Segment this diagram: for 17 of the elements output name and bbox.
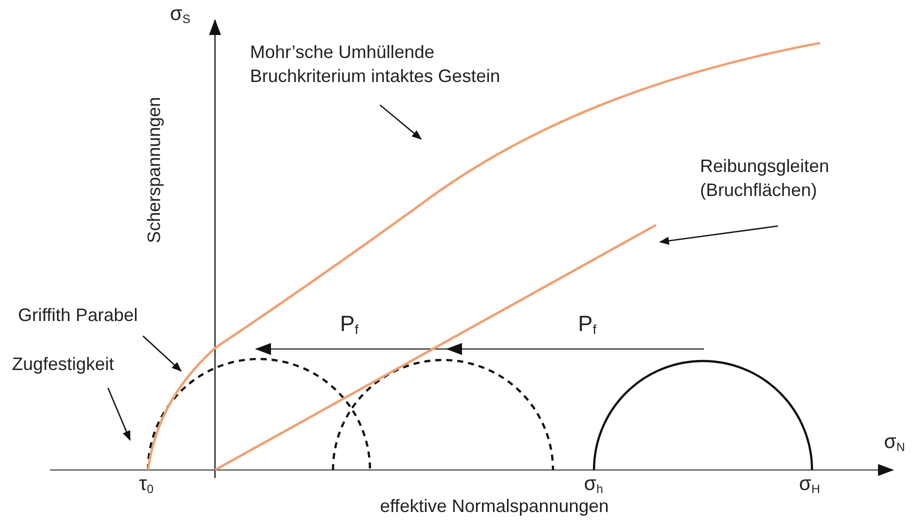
tick-label: σ$_{h}$ [584,474,604,494]
axis-label: Scherspannungen [145,96,164,244]
annotation-text: Griffith Parabel [18,304,139,327]
tick-label: τ$_{0}$ [139,474,154,494]
leader-arrow [380,104,422,140]
axis-label: effektive Normalspannungen [380,497,609,515]
leader-arrow [142,336,182,372]
pressure-label: P$_{f}$ [340,313,358,335]
annotation-text: Mohr’sche Umhüllende Bruchkriterium intaktes Gestein [250,41,502,88]
leader-arrow [107,388,131,441]
axis-label: σ$_{N}$ [884,432,906,452]
annotation-text: Zugfestigkeit [12,353,116,376]
pressure-label: P$_{f}$ [578,313,596,335]
tick-label: σ$_{H}$ [799,474,820,494]
leader-arrow [659,225,778,245]
axis-label: σ$_{S}$ [170,4,190,24]
annotation-text: Reibungsgleiten (Bruchflächen) [700,155,830,202]
